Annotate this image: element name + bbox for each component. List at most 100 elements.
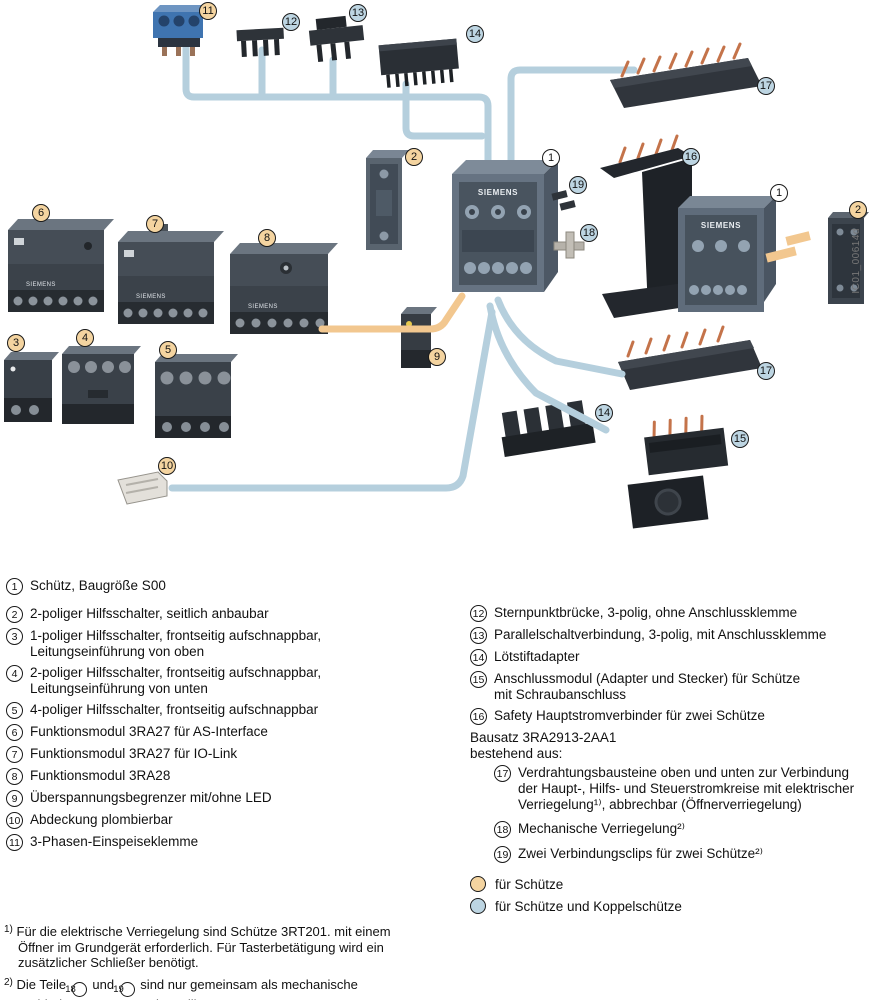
legend-item-14: 14 Lötstiftadapter: [470, 649, 868, 666]
legend-item-7: 7 Funktionsmodul 3RA27 für IO-Link: [6, 746, 464, 763]
brand-label: SIEMENS: [26, 282, 56, 288]
legend-item-text: Anschlussmodul (Adapter und Stecker) für…: [494, 671, 801, 702]
number-badge-6: 6: [6, 724, 23, 741]
number-badge-2: 2: [6, 606, 23, 623]
legend-item-text: Funktionsmodul 3RA28: [30, 768, 171, 783]
legend-item-6: 6 Funktionsmodul 3RA27 für AS-Interface: [6, 724, 464, 741]
brand-label: SIEMENS: [478, 188, 518, 197]
number-badge-19: 19: [113, 981, 135, 997]
legend-item-12: 12 Sternpunktbrücke, 3-polig, ohne Anschl…: [470, 605, 868, 622]
number-badge-10: 10: [6, 812, 23, 829]
legend-item-15: 15 Anschlussmodul (Adapter und Stecker) f…: [470, 671, 868, 703]
footnote-marker: 2): [4, 976, 13, 988]
bausatz-items: 17 Verdrahtungsbausteine oben und unten z…: [494, 765, 868, 863]
contactor-right: SIEMENS: [678, 196, 776, 312]
legend-item-text: Lötstiftadapter: [494, 649, 580, 664]
parallel-link: [308, 15, 365, 62]
legend-item-5: 5 4-poliger Hilfsschalter, frontseitig au…: [6, 702, 464, 719]
wires-front: [168, 292, 626, 492]
wiring-module-top: [610, 42, 762, 108]
legend-item-text: Parallelschaltverbindung, 3-polig, mit A…: [494, 627, 827, 642]
function-module-as-interface: SIEMENS: [8, 219, 114, 312]
legend-item-text: Schütz, Baugröße S00: [30, 578, 166, 593]
function-module-io-link: SIEMENS: [118, 224, 224, 324]
color-legend: für Schütze für Schütze und Koppelschütze: [470, 876, 682, 920]
legend-item-3: 3 1-poliger Hilfsschalter, frontseitig au…: [6, 628, 464, 660]
footnote-1: 1) Für die elektrische Verriegelung sind…: [4, 924, 391, 970]
number-badge-4: 4: [6, 665, 23, 682]
brand-label: SIEMENS: [701, 221, 741, 230]
brand-label: SIEMENS: [248, 304, 278, 310]
legend-right: 12 Sternpunktbrücke, 3-polig, ohne Anschl…: [470, 605, 868, 871]
number-badge-12: 12: [470, 605, 487, 622]
footnote-2: 2) Die Teile 18 und 19 sind nur gemeinsa…: [4, 975, 404, 1000]
color-legend-label: für Schütze: [495, 876, 564, 892]
number-badge-11: 11: [6, 834, 23, 851]
number-badge-18: 18: [65, 981, 87, 997]
legend-item-18: 18 Mechanische Verriegelung²⁾: [494, 821, 868, 838]
bausatz-block: Bausatz 3RA2913-2AA1 bestehend aus: 17 Ve…: [470, 730, 868, 863]
aux-switch-side-left: [366, 150, 409, 250]
legend-item-4: 4 2-poliger Hilfsschalter, frontseitig au…: [6, 665, 464, 697]
surge-suppressor: [401, 307, 437, 368]
legend-right-list: 12 Sternpunktbrücke, 3-polig, ohne Anschl…: [470, 605, 868, 725]
contactor-main: SIEMENS: [452, 160, 558, 292]
legend-item-text: Abdeckung plombierbar: [30, 812, 173, 827]
legend-item-text: Sternpunktbrücke, 3-polig, ohne Anschlus…: [494, 605, 798, 620]
number-badge-15: 15: [470, 671, 487, 688]
aux-switch-4pole: [155, 354, 238, 438]
footnotes: 1) Für die elektrische Verriegelung sind…: [4, 922, 404, 1000]
legend-item-13: 13 Parallelschaltverbindung, 3-polig, mit…: [470, 627, 868, 644]
aux-switch-1pole: [4, 352, 59, 422]
aux-switch-2pole: [62, 346, 141, 424]
legend-item-text: 2-poliger Hilfsschalter, seitlich anbaub…: [30, 606, 269, 621]
legend-item-text: 3-Phasen-Einspeiseklemme: [30, 834, 199, 849]
brand-label: SIEMENS: [136, 294, 166, 300]
color-legend-row: für Schütze: [470, 876, 682, 892]
number-badge-9: 9: [6, 790, 23, 807]
solder-pin-adapter-top: [378, 38, 459, 88]
legend-item-text: 2-poliger Hilfsschalter, frontseitig auf…: [30, 665, 322, 696]
wiring-module-bottom: [618, 325, 762, 390]
legend-item-text: Safety Hauptstromverbinder für zwei Schü…: [494, 708, 765, 723]
legend-item-text: Überspannungsbegrenzer mit/ohne LED: [30, 790, 272, 805]
number-badge-14: 14: [470, 649, 487, 666]
legend-item-text: Mechanische Verriegelung²⁾: [518, 821, 685, 836]
legend-item-2: 2 2-poliger Hilfsschalter, seitlich anbau…: [6, 606, 464, 623]
legend-item-9: 9 Überspannungsbegrenzer mit/ohne LED: [6, 790, 464, 807]
legend-item-text: Funktionsmodul 3RA27 für IO-Link: [30, 746, 238, 761]
legend-item-text: Verdrahtungsbausteine oben und unten zur…: [518, 765, 855, 812]
bausatz-subtitle: bestehend aus:: [470, 746, 563, 761]
star-jumper: [236, 27, 284, 57]
legend-item-text: 4-poliger Hilfsschalter, frontseitig auf…: [30, 702, 319, 717]
color-legend-label: für Schütze und Koppelschütze: [495, 898, 682, 914]
legend-item-text: Funktionsmodul 3RA27 für AS-Interface: [30, 724, 268, 739]
feed-terminal: [153, 5, 210, 56]
number-badge-3: 3: [6, 628, 23, 645]
footnote-marker: 1): [4, 924, 13, 935]
number-badge-18: 18: [494, 821, 511, 838]
legend-item-10: 10 Abdeckung plombierbar: [6, 812, 464, 829]
color-swatch: [470, 898, 486, 914]
aux-switch-side-right: [828, 212, 869, 304]
color-legend-row: für Schütze und Koppelschütze: [470, 898, 682, 914]
number-badge-17: 17: [494, 765, 511, 782]
number-badge-13: 13: [470, 627, 487, 644]
solder-pin-adapter-bottom: [501, 400, 596, 458]
wires-back: [182, 38, 638, 176]
color-swatch: [470, 876, 486, 892]
legend-item-11: 11 3-Phasen-Einspeiseklemme: [6, 834, 464, 851]
number-badge-19: 19: [494, 846, 511, 863]
sealable-cover: [117, 471, 168, 505]
legend-item-text: Zwei Verbindungsclips für zwei Schütze²⁾: [518, 846, 763, 861]
bausatz-title: Bausatz 3RA2913-2AA1: [470, 730, 617, 745]
number-badge-5: 5: [6, 702, 23, 719]
legend-item-17: 17 Verdrahtungsbausteine oben und unten z…: [494, 765, 868, 813]
watermark-text: IC01_00614d: [851, 228, 862, 294]
legend-item-text: 1-poliger Hilfsschalter, frontseitig auf…: [30, 628, 322, 659]
number-badge-7: 7: [6, 746, 23, 763]
